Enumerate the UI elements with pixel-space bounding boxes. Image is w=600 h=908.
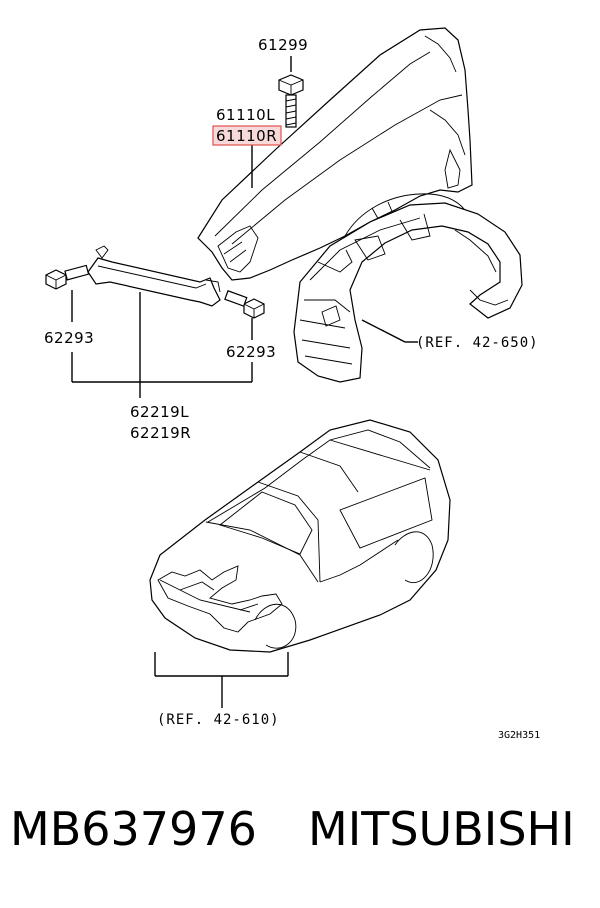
footer: MB637976 MITSUBISHI — [0, 802, 600, 872]
ref-body-bracket — [154, 652, 289, 708]
brand-name: MITSUBISHI — [308, 802, 575, 856]
diagram-code: 3G2H351 — [498, 730, 540, 741]
label-61110l[interactable]: 61110L — [216, 106, 275, 124]
bolt-62293-right[interactable] — [224, 290, 265, 319]
car-body[interactable] — [149, 419, 451, 653]
fender-bracket[interactable] — [87, 245, 221, 307]
part-number: MB637976 — [10, 802, 257, 856]
label-62219r[interactable]: 62219R — [130, 424, 191, 442]
label-62293-right[interactable]: 62293 — [226, 343, 276, 361]
inner-fender-liner[interactable] — [293, 202, 523, 383]
label-61299[interactable]: 61299 — [258, 36, 308, 54]
car-front-structure[interactable] — [157, 565, 283, 633]
highlight-box — [212, 125, 282, 146]
bracket-leader-group — [71, 292, 253, 398]
bolt-61299[interactable] — [278, 74, 304, 128]
leader-ref-liner — [361, 319, 406, 343]
ref-42-650[interactable]: (REF. 42-650) — [416, 335, 539, 351]
label-62293-left[interactable]: 62293 — [44, 329, 94, 347]
bolt-62293-left[interactable] — [45, 264, 90, 290]
ref-42-610[interactable]: (REF. 42-610) — [157, 712, 280, 728]
label-62219l[interactable]: 62219L — [130, 403, 189, 421]
front-fender[interactable] — [197, 27, 473, 281]
label-61110r[interactable]: 61110R — [216, 127, 277, 145]
